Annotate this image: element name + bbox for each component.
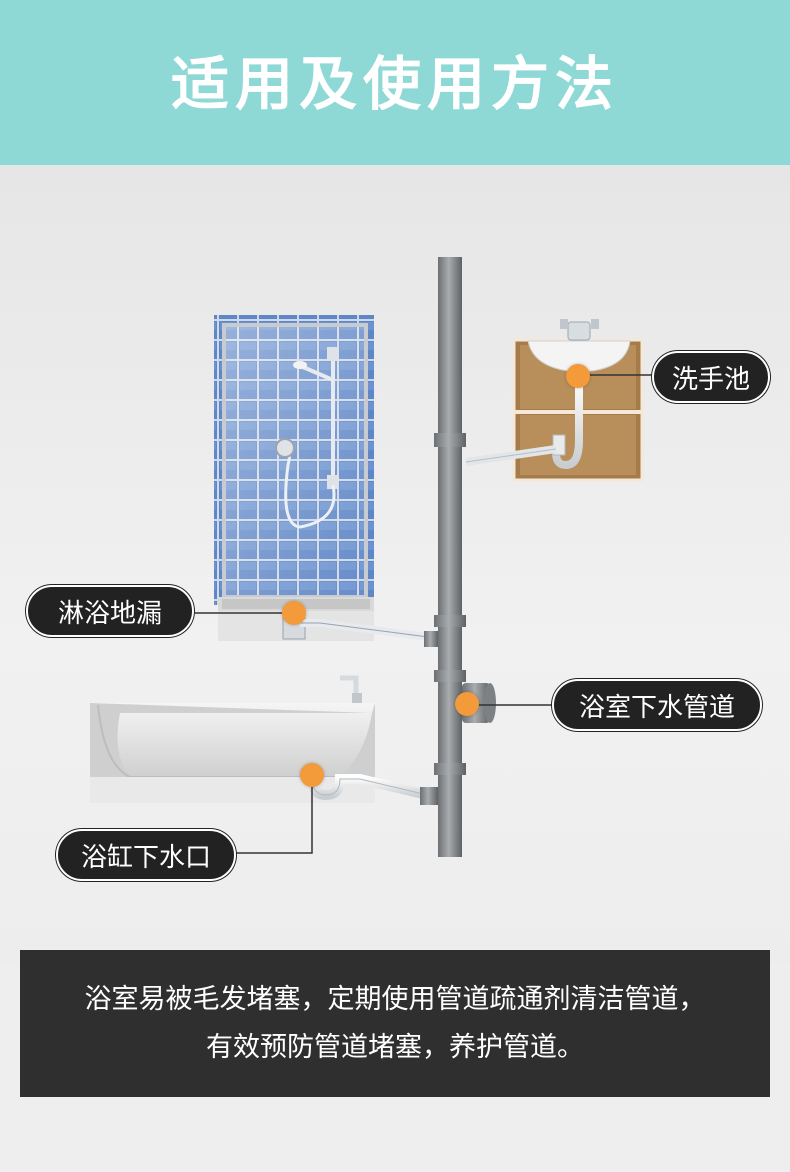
bathtub-drain-label: 浴缸下水口 (56, 829, 236, 881)
sink-marker (566, 364, 590, 388)
usage-caption: 浴室易被毛发堵塞，定期使用管道疏通剂清洁管道， 有效预防管道堵塞，养护管道。 (20, 950, 770, 1097)
leader-lines (195, 374, 662, 854)
plumbing-diagram (90, 257, 662, 857)
bathroom-pipe-marker (455, 692, 479, 716)
header-banner: 适用及使用方法 (0, 0, 790, 165)
main-drain-pipe (434, 257, 496, 857)
plumbing-illustration: 洗手池 淋浴地漏 浴室下水管道 浴缸下水口 (0, 165, 790, 965)
bathtub-drain-pipe (307, 774, 438, 805)
bathroom-pipe-label: 浴室下水管道 (552, 679, 762, 731)
sink-label: 洗手池 (652, 351, 770, 403)
shower-drain-label: 淋浴地漏 (26, 585, 194, 637)
caption-line-2: 有效预防管道堵塞，养护管道。 (206, 1031, 584, 1063)
shower-stall (214, 315, 374, 641)
shower-drain-marker (282, 601, 306, 625)
sink-cabinet (512, 319, 644, 482)
caption-line-1: 浴室易被毛发堵塞，定期使用管道疏通剂清洁管道， (84, 983, 706, 1015)
bathtub (90, 675, 375, 803)
bathtub-drain-marker (300, 763, 324, 787)
page-title: 适用及使用方法 (170, 49, 619, 118)
